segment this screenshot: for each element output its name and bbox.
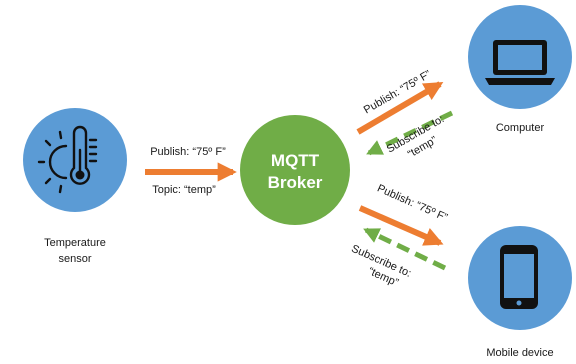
computer-subscribe-arrow bbox=[366, 110, 454, 156]
laptop-icon bbox=[485, 40, 555, 85]
broker-node bbox=[240, 115, 350, 225]
computer-label: Computer bbox=[496, 122, 545, 134]
mobile-publish-arrow bbox=[358, 205, 444, 246]
sensor-publish-label: Publish: “75º F” bbox=[150, 146, 226, 158]
sensor-label-line1: Temperature bbox=[44, 237, 106, 249]
thermometer-sun-icon bbox=[37, 125, 98, 194]
sensor-label-line2: sensor bbox=[58, 253, 91, 265]
mobile-subscribe-arrow bbox=[363, 227, 447, 271]
mobile-label: Mobile device bbox=[486, 347, 553, 359]
smartphone-icon bbox=[500, 245, 538, 309]
broker-line1: MQTT bbox=[271, 151, 320, 170]
computer-publish-arrow bbox=[356, 81, 444, 135]
broker-line2: Broker bbox=[268, 173, 323, 192]
sensor-topic-label: Topic: “temp” bbox=[152, 184, 216, 196]
